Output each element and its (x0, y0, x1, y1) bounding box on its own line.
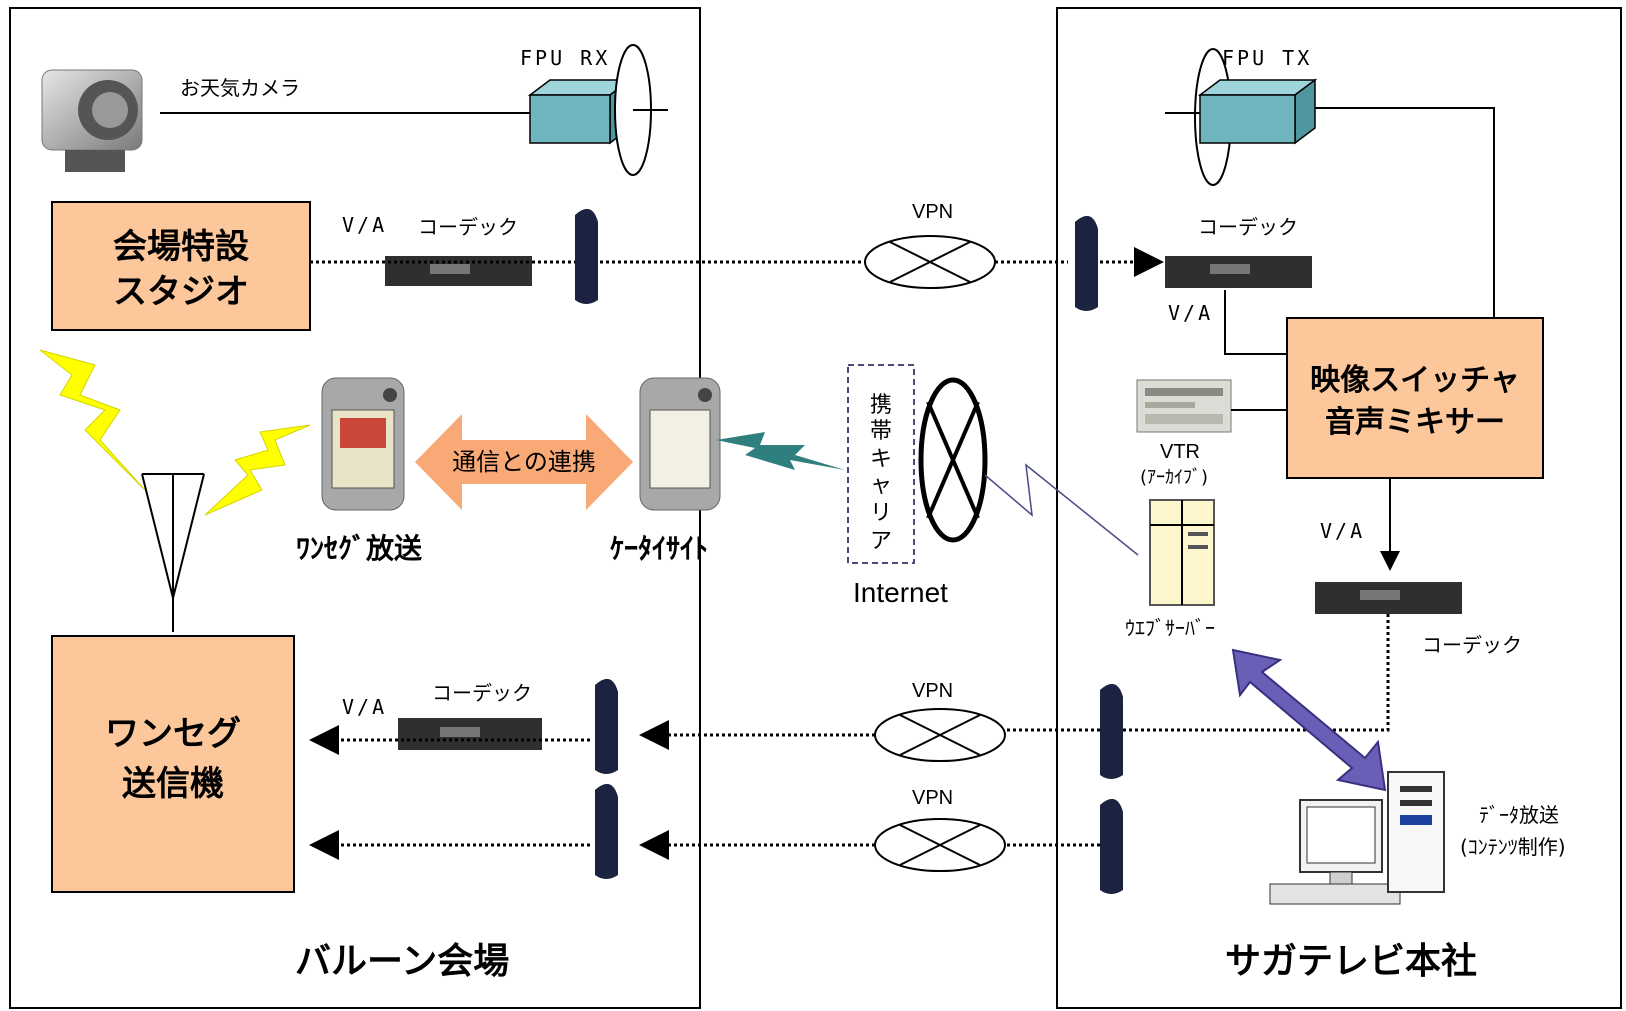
oneseg-phone-icon (321, 377, 405, 511)
carrier-char-6: ア (870, 529, 892, 554)
fpu-rx-label: FPU RX (520, 46, 610, 70)
vpn-bottom-node (874, 818, 1006, 872)
carrier-char-5: リ (870, 501, 892, 526)
carrier-char-3: キ (870, 447, 892, 472)
carrier-box (847, 364, 915, 564)
mobile-site-phone-icon (639, 377, 721, 511)
internet-label: Internet (853, 577, 948, 608)
transmitter-label-line1: ワンセグ (105, 714, 241, 754)
modem-tx2-icon (595, 783, 618, 879)
modem-right-top-icon (1075, 215, 1098, 311)
codec-studio-label: コーデック (418, 215, 518, 239)
fpu-tx-label: FPU TX (1222, 46, 1312, 70)
data-broadcast-sub-label: (ｺﾝﾃﾝﾂ制作) (1460, 835, 1566, 859)
internet-server-link (984, 463, 1139, 556)
link-double-arrow (415, 414, 633, 510)
modem-tx1-icon (595, 678, 618, 774)
switcher-label-line2: 音声ミキサー (1325, 405, 1505, 440)
web-data-double-arrow (1231, 648, 1387, 792)
codec-tx-icon (398, 718, 542, 750)
studio-box (51, 201, 311, 331)
codec-bottom-icon (1315, 582, 1462, 614)
vtr-label: VTR (1160, 441, 1200, 463)
transmitter-label-line2: 送信機 (122, 764, 224, 804)
modem-right-mid-icon (1100, 683, 1123, 779)
codec-top-label: コーデック (1198, 215, 1298, 239)
modem-studio-icon (575, 208, 598, 304)
transmitter-box (51, 635, 295, 893)
va-studio-label: V/A (342, 213, 387, 237)
vpn-top-label: VPN (912, 201, 953, 223)
right-site-frame (1056, 7, 1622, 1009)
link-label: 通信との連携 (452, 448, 596, 476)
web-server-label: ｳｴﾌﾞｻｰﾊﾞｰ (1125, 616, 1215, 640)
modem-right-bottom-icon (1100, 798, 1123, 894)
vtr-icon (1136, 379, 1232, 433)
weather-camera-icon (41, 69, 143, 172)
lightning-bolt-icon (39, 349, 146, 491)
antenna-icon (141, 473, 205, 632)
data-broadcast-label: ﾃﾞｰﾀ放送 (1479, 803, 1559, 827)
codec-studio-icon (385, 256, 532, 286)
switcher-label-line1: 映像スイッチャ (1310, 363, 1520, 398)
carrier-char-2: 帯 (870, 419, 892, 444)
fpu-tx-unit (1197, 78, 1318, 145)
va-tx-label: V/A (342, 695, 387, 719)
fpu-rx-dish-icon (614, 44, 668, 176)
web-server-icon (1149, 499, 1215, 606)
vtr-sub-label: (ｱｰｶｲﾌﾞ) (1140, 467, 1208, 488)
codec-bottom-to-modem (1120, 614, 1390, 732)
carrier-char-1: 携 (870, 393, 892, 418)
vpn-mid-label: VPN (912, 680, 953, 702)
va-top-label: V/A (1168, 301, 1213, 325)
studio-label-line2: スタジオ (113, 272, 249, 312)
codec-tx-label: コーデック (432, 681, 532, 705)
codec-bottom-label: コーデック (1422, 633, 1522, 657)
vpn-bottom-label: VPN (912, 787, 953, 809)
internet-node (918, 377, 988, 543)
switcher-box (1286, 317, 1544, 479)
right-site-name: サガテレビ本社 (1225, 941, 1477, 982)
oneseg-broadcast-label: ﾜﾝｾｸﾞ放送 (296, 532, 422, 565)
fpu-tx-line (1315, 107, 1495, 318)
carrier-char-4: ャ (870, 473, 892, 498)
vpn-mid-node (874, 708, 1006, 762)
lightning-bolt-icon (204, 424, 311, 516)
vpn-top-node (864, 235, 996, 289)
wireless-signal-icon (716, 432, 845, 470)
codec-top-to-switcher (1224, 290, 1287, 355)
va-bottom-label: V/A (1320, 519, 1365, 543)
weather-camera-label: お天気カメラ (180, 76, 300, 100)
left-site-name: バルーン会場 (295, 941, 509, 982)
codec-top-icon (1165, 256, 1312, 288)
computer-icon (1269, 771, 1445, 905)
mobile-site-label: ｹｰﾀｲｻｲﾄ (610, 532, 708, 565)
studio-label-line1: 会場特設 (113, 227, 249, 267)
